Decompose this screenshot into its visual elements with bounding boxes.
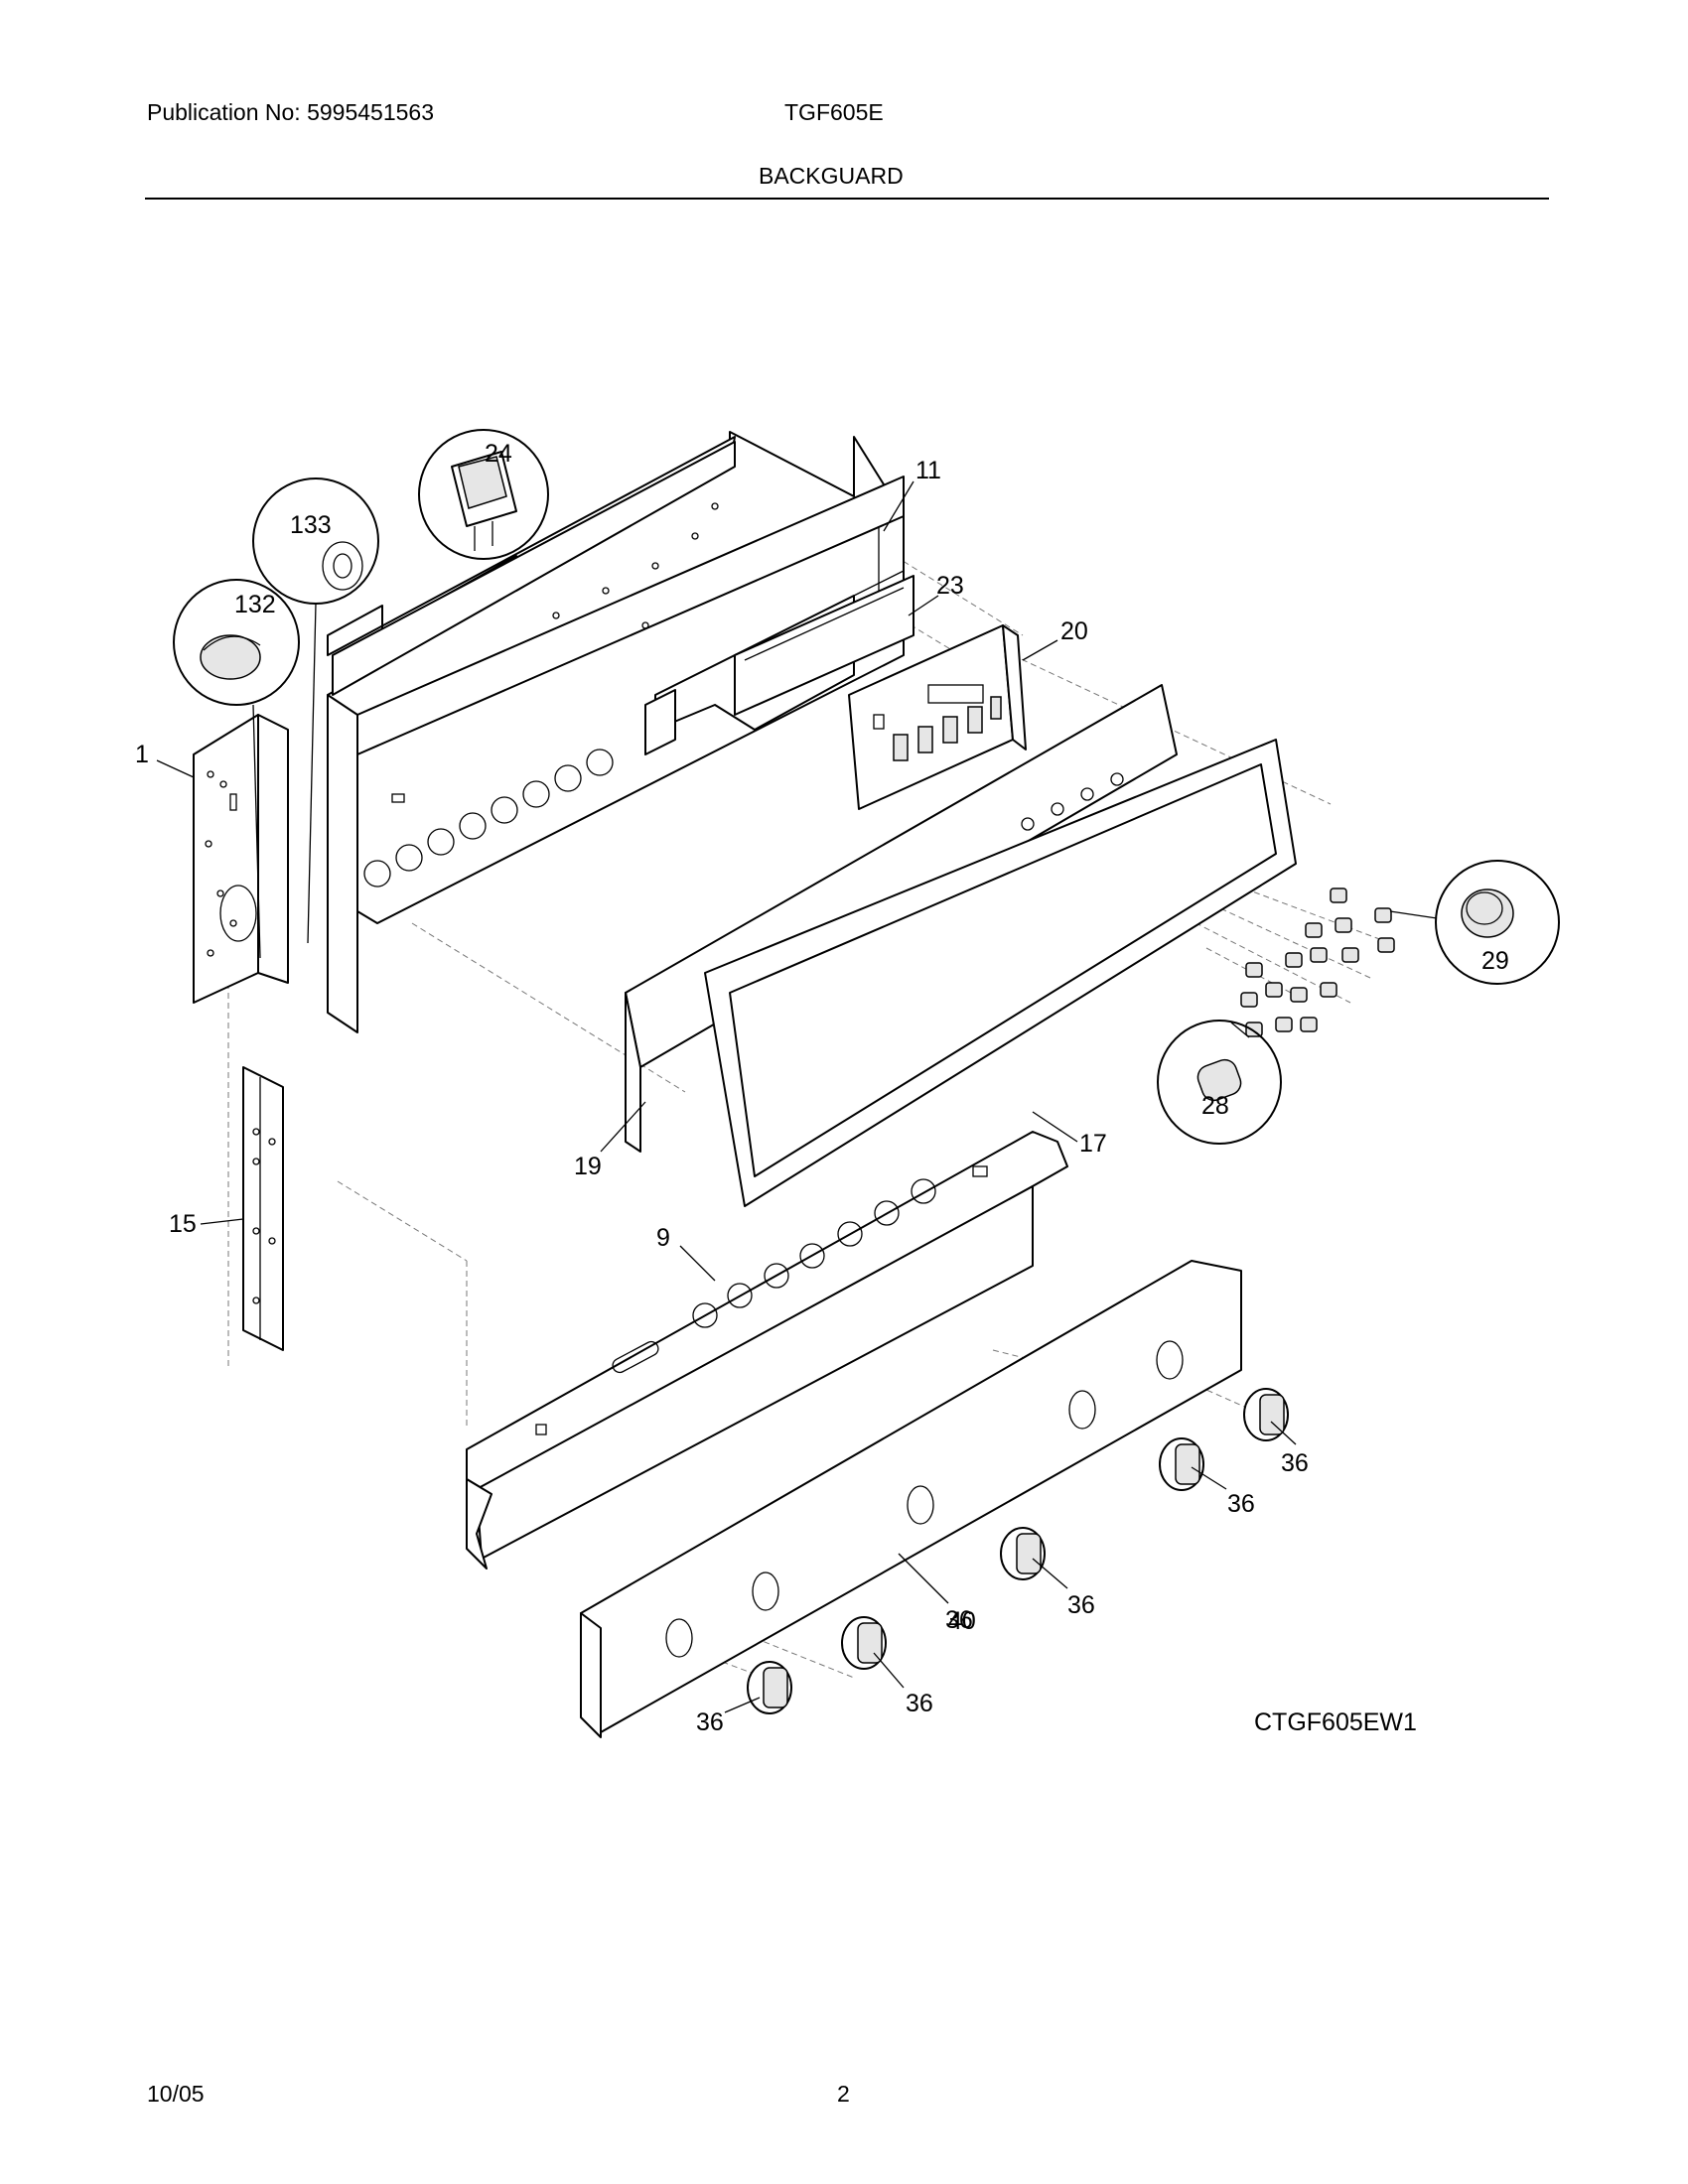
part-40-lower-panel	[580, 1260, 1242, 1738]
callout-28: 28	[1201, 1092, 1229, 1120]
callout-132: 132	[234, 591, 276, 618]
callout-20: 20	[1060, 617, 1088, 645]
leader-lines	[156, 480, 1438, 1713]
part-23-bracket	[734, 575, 914, 716]
header-rule	[145, 198, 1549, 200]
callout-labels: 1 9 11 15 17 19 20 23 24 28 29 36 36 36 …	[135, 440, 1509, 1736]
callout-24: 24	[485, 440, 512, 468]
callout-15: 15	[169, 1210, 197, 1238]
part-20-control-board	[848, 624, 1027, 810]
footer-date: 10/05	[147, 2081, 205, 2107]
callout-36-c: 36	[1067, 1591, 1095, 1619]
callout-36-e: 36	[696, 1708, 724, 1736]
section-title: BACKGUARD	[759, 163, 904, 189]
callout-36-d: 36	[906, 1690, 933, 1717]
model-number: TGF605E	[784, 99, 884, 125]
part-15-trim-strip	[242, 1066, 284, 1351]
detail-circle-132	[173, 579, 300, 959]
callout-40: 40	[948, 1607, 976, 1635]
detail-circle-28	[1157, 1020, 1282, 1145]
callout-29: 29	[1481, 947, 1509, 975]
callout-36-f: 36	[945, 1606, 973, 1634]
keypad-buttons	[1240, 887, 1395, 1037]
callout-19: 19	[574, 1153, 602, 1180]
callout-133: 133	[290, 511, 332, 539]
page-number: 2	[837, 2081, 850, 2107]
part-11-backguard-panel	[327, 431, 905, 1033]
callout-9: 9	[656, 1224, 670, 1252]
callout-36-b: 36	[1227, 1490, 1255, 1518]
burner-knobs	[747, 1388, 1289, 1714]
detail-circle-133	[252, 478, 379, 944]
part-17-trim-frame	[704, 739, 1297, 1207]
callout-36-a: 36	[1281, 1449, 1309, 1477]
callout-11: 11	[915, 457, 941, 484]
part-1-side-bracket	[193, 714, 289, 1004]
part-9-manifold-panel	[466, 1131, 1068, 1570]
callout-23: 23	[936, 572, 964, 600]
detail-circle-29	[1435, 860, 1560, 985]
callout-1: 1	[135, 741, 149, 768]
callout-17: 17	[1079, 1130, 1107, 1158]
detail-circle-24	[418, 429, 549, 560]
drawing-code: CTGF605EW1	[1254, 1708, 1417, 1736]
publication-number: Publication No: 5995451563	[147, 99, 435, 125]
